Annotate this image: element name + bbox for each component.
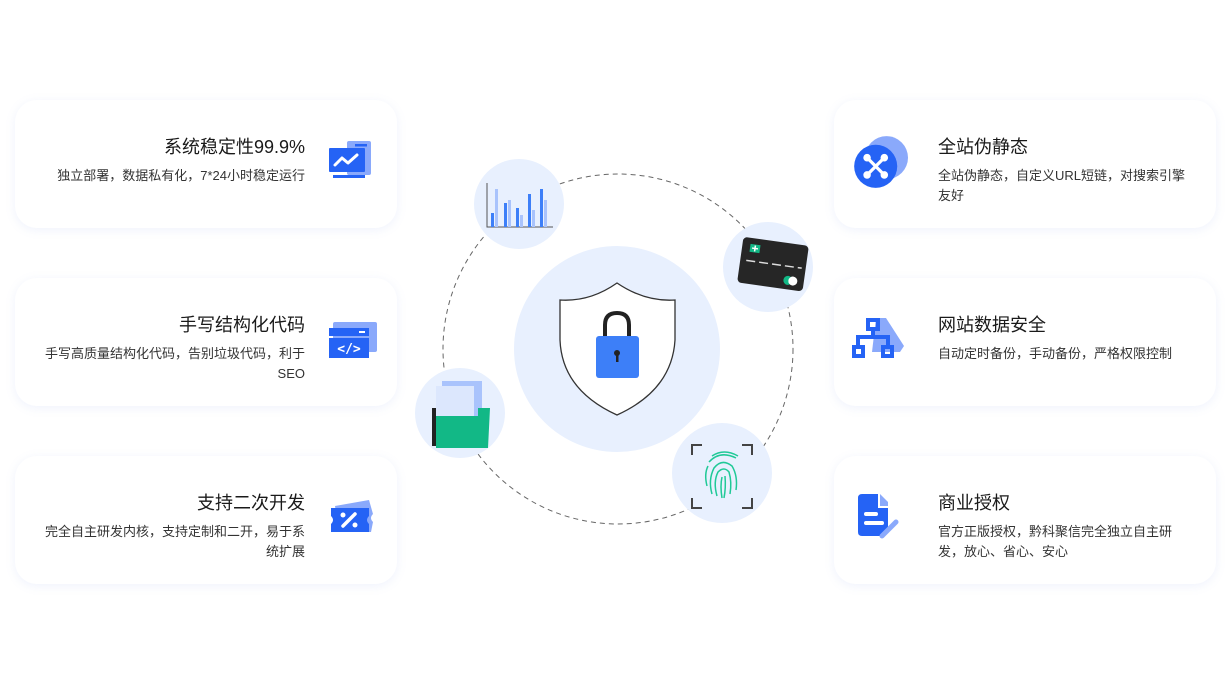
network-nodes-icon [854,136,908,188]
orbit-dashed-circle [442,173,794,525]
feature-desc: 全站伪静态，自定义URL短链，对搜索引擎友好 [938,168,1186,203]
feature-desc: 完全自主研发内核，支持定制和二开，易于系统扩展 [44,524,305,559]
shield-lock-icon [559,282,676,416]
feature-desc: 官方正版授权，黔科聚信完全独立自主研发，放心、省心、安心 [938,524,1173,559]
feature-desc: 手写高质量结构化代码，告别垃圾代码，利于SEO [44,346,305,381]
document-edit-icon [858,494,899,539]
monitor-chart-icon [329,141,371,178]
fingerprint-bubble [672,423,772,523]
sitemap-icon [852,318,904,358]
feature-card-secondary-dev: 支持二次开发 完全自主研发内核，支持定制和二开，易于系统扩展 [15,456,397,584]
feature-title: 全站伪静态 [938,137,1028,157]
code-window-icon: </> [329,322,377,358]
ticket-percent-icon [331,500,373,532]
feature-card-structured-code: 手写结构化代码 手写高质量结构化代码，告别垃圾代码，利于SEO </> [15,278,397,406]
svg-text:</>: </> [337,342,361,357]
folder-bubble [415,368,505,458]
feature-card-stability: 系统稳定性99.9% 独立部署，数据私有化，7*24小时稳定运行 [15,100,397,228]
security-illustration [415,159,813,525]
feature-title: 网站数据安全 [938,315,1046,335]
feature-desc: 独立部署，数据私有化，7*24小时稳定运行 [57,168,305,183]
feature-card-data-security: 网站数据安全 自动定时备份，手动备份，严格权限控制 [834,278,1216,406]
feature-title: 手写结构化代码 [179,315,305,335]
feature-title: 商业授权 [938,493,1010,513]
feature-card-commercial-license: 商业授权 官方正版授权，黔科聚信完全独立自主研发，放心、省心、安心 [834,456,1216,584]
feature-desc: 自动定时备份，手动备份，严格权限控制 [938,346,1173,361]
feature-card-pseudo-static: 全站伪静态 全站伪静态，自定义URL短链，对搜索引擎友好 [834,100,1216,228]
feature-title: 系统稳定性99.9% [163,137,305,157]
bar-chart-bubble [474,159,564,249]
feature-title: 支持二次开发 [197,493,305,513]
credit-card-bubble [723,222,813,312]
